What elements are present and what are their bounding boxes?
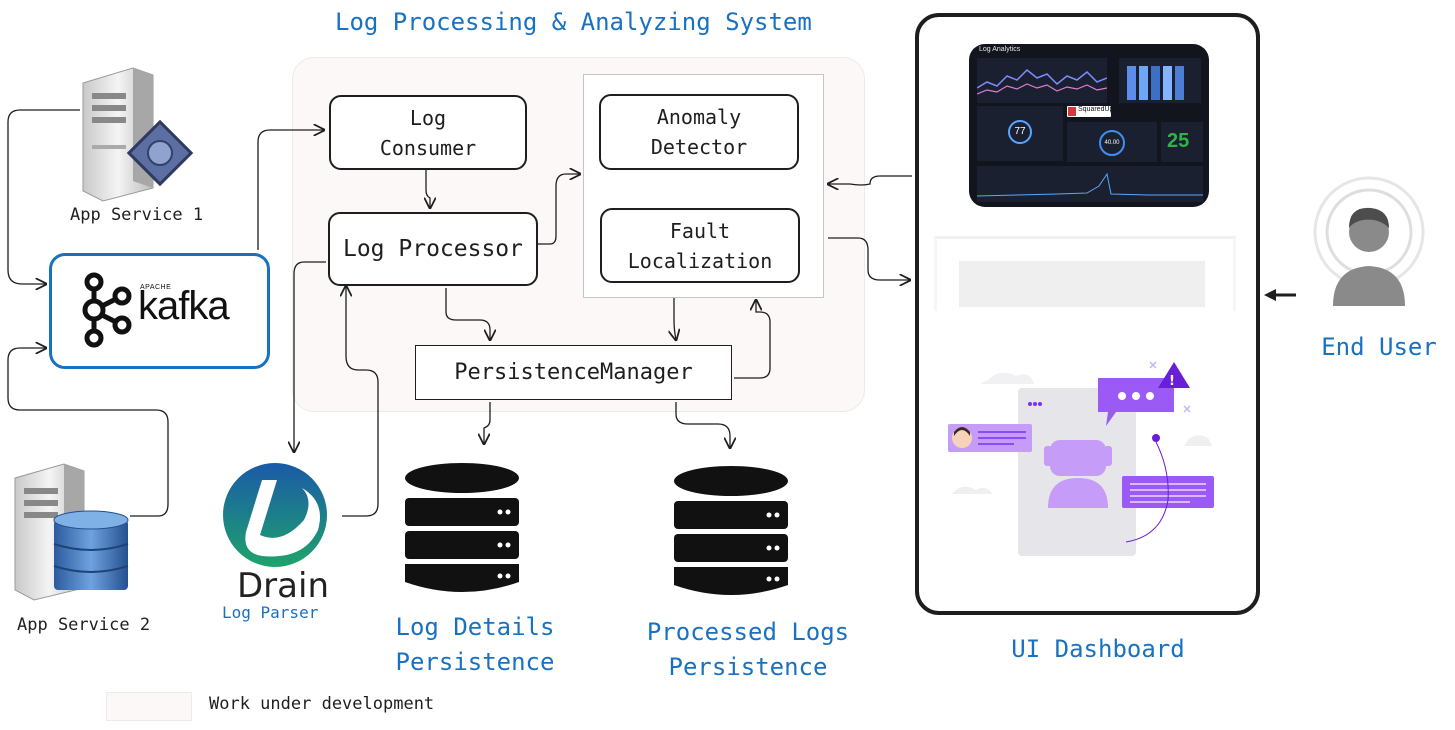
legend-label: Work under development bbox=[209, 694, 435, 714]
dashboard-activity-chart bbox=[977, 166, 1203, 202]
dashboard-brand-badge: SquaredUp bbox=[1067, 106, 1114, 117]
dashboard-bar-chart bbox=[1119, 58, 1201, 103]
svg-text:!: ! bbox=[1169, 374, 1175, 389]
arrow-service1-to-kafka bbox=[7, 109, 80, 284]
arrow-kafka-to-consumer bbox=[257, 130, 324, 250]
persistence-manager-box: PersistenceManager bbox=[415, 345, 732, 400]
ui-dashboard-label: UI Dashboard bbox=[1011, 635, 1185, 663]
app-service-1-label: App Service 1 bbox=[70, 205, 204, 225]
arrow-consumer-to-processor bbox=[426, 168, 430, 208]
chat-illustration: ! bbox=[948, 361, 1214, 556]
arrow-user-to-dashboard bbox=[1264, 289, 1296, 301]
kafka-logo-icon bbox=[82, 272, 132, 348]
log-consumer-box: Log Consumer bbox=[329, 95, 527, 170]
kafka-box: APACHE kafka bbox=[49, 253, 270, 369]
drain-name: Drain bbox=[237, 566, 329, 606]
placeholder-bar bbox=[959, 261, 1205, 307]
dashboard-header: Log Analytics bbox=[979, 46, 1021, 53]
arrow-processor-to-drain bbox=[294, 261, 326, 452]
app-service-1-server-icon bbox=[82, 67, 194, 202]
fault-localization-box: Fault Localization bbox=[600, 208, 800, 283]
diagram-title: Log Processing & Analyzing System bbox=[335, 8, 812, 36]
end-user-label: End User bbox=[1321, 333, 1437, 361]
dashboard-kpi-value: 25 bbox=[1167, 130, 1190, 152]
kafka-name: kafka bbox=[138, 284, 230, 328]
brand-logo-icon bbox=[1068, 107, 1076, 116]
arrow-analyzer-to-dashboard bbox=[828, 237, 910, 280]
arrow-processor-to-analyzer bbox=[536, 174, 580, 245]
anomaly-detector-box: Anomaly Detector bbox=[599, 94, 799, 170]
app-service-2-label: App Service 2 bbox=[17, 615, 151, 635]
arrow-analyzer-to-persistence bbox=[674, 298, 676, 340]
dashboard-gauge-2: 40.00 bbox=[1099, 130, 1125, 156]
end-user-avatar-icon bbox=[1313, 176, 1425, 306]
arrow-service2-to-kafka bbox=[7, 348, 169, 517]
arrow-dashboard-to-analyzer bbox=[828, 175, 912, 185]
drain-logo-icon bbox=[223, 463, 327, 567]
drain-subtitle: Log Parser bbox=[222, 603, 319, 622]
arrow-drain-to-processor bbox=[342, 286, 379, 517]
dashboard-brand-name: SquaredUp bbox=[1078, 106, 1114, 113]
dashboard-placeholder-card bbox=[934, 236, 1236, 311]
dashboard-line-chart bbox=[977, 58, 1107, 103]
dashboard-kpi-tile bbox=[1161, 122, 1203, 162]
log-processor-box: Log Processor bbox=[328, 212, 538, 286]
processed-logs-persistence-label: Processed Logs Persistence bbox=[646, 618, 850, 681]
log-details-persistence-label: Log Details Persistence bbox=[395, 613, 555, 676]
processed-logs-database-icon bbox=[674, 466, 788, 595]
arrow-persistence-to-logdetails bbox=[484, 402, 491, 444]
log-details-database-icon bbox=[405, 463, 519, 592]
app-service-2-server-icon bbox=[14, 463, 129, 601]
legend-swatch bbox=[106, 692, 192, 721]
arrow-processor-to-persistence bbox=[445, 288, 490, 340]
arrow-persistence-to-processedlogs bbox=[675, 402, 730, 448]
dashboard-gauge-1: 77 bbox=[1008, 120, 1032, 144]
kafka-apache-label: APACHE bbox=[140, 284, 172, 291]
dashboard-screenshot: Log Analytics SquaredUp 77 40.00 25 bbox=[969, 44, 1209, 207]
arrow-persistence-to-analyzer bbox=[734, 300, 771, 379]
